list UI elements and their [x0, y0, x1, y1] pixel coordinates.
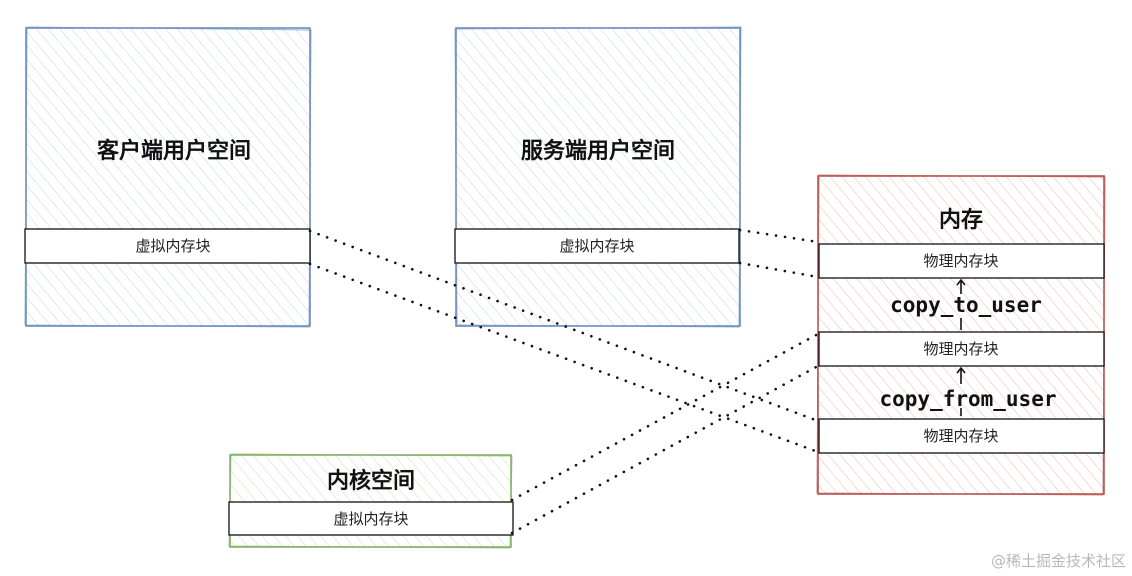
- server-user-space: 服务端用户空间 虚拟内存块: [454, 26, 742, 328]
- client-user-space-sketch-edge: [24, 26, 312, 328]
- copy-to-user-label: copy_to_user: [890, 293, 1042, 317]
- client-user-space-title: 客户端用户空间: [97, 138, 251, 164]
- physical-block-3: [818, 418, 1105, 454]
- server-virtual-block: [454, 228, 740, 264]
- mapping-lines: [308, 228, 820, 535]
- server-user-space-title: 服务端用户空间: [521, 138, 675, 164]
- physical-block-2-label: 物理内存块: [923, 340, 998, 358]
- kernel-space: 内核空间 虚拟内存块: [228, 453, 514, 549]
- mapping-client-bottom-to-physical-3: [308, 262, 820, 454]
- client-virtual-block-label: 虚拟内存块: [135, 237, 210, 255]
- memory-region: 内存 物理内存块 物理内存块 物理内存块 copy_to_user copy_f…: [816, 174, 1106, 496]
- copy-from-user-label: copy_from_user: [879, 387, 1056, 411]
- physical-block-2: [818, 331, 1105, 367]
- kernel-virtual-block: [228, 501, 514, 536]
- server-user-space-box: [455, 27, 741, 327]
- kernel-virtual-block-label: 虚拟内存块: [333, 510, 408, 528]
- mapping-server-bottom-to-physical-1: [738, 261, 820, 279]
- client-virtual-block: [24, 228, 311, 264]
- mapping-server-top-to-physical-1: [738, 228, 820, 244]
- mapping-kernel-top-to-physical-2: [510, 332, 820, 502]
- server-virtual-block-label: 虚拟内存块: [559, 237, 634, 255]
- memory-sketch-edge: [816, 174, 1106, 496]
- kernel-space-title: 内核空间: [327, 468, 415, 494]
- client-user-space: 客户端用户空间 虚拟内存块: [24, 26, 312, 328]
- physical-block-1: [818, 243, 1105, 279]
- physical-block-3-label: 物理内存块: [923, 427, 998, 445]
- mapping-kernel-bottom-to-physical-2: [510, 364, 820, 535]
- watermark-text: @稀土掘金技术社区: [991, 552, 1126, 570]
- client-user-space-box: [25, 27, 311, 327]
- mapping-client-top-to-physical-3: [308, 229, 820, 423]
- physical-block-1-label: 物理内存块: [923, 252, 998, 270]
- memory-title: 内存: [939, 207, 983, 233]
- server-user-space-sketch-edge: [454, 26, 742, 328]
